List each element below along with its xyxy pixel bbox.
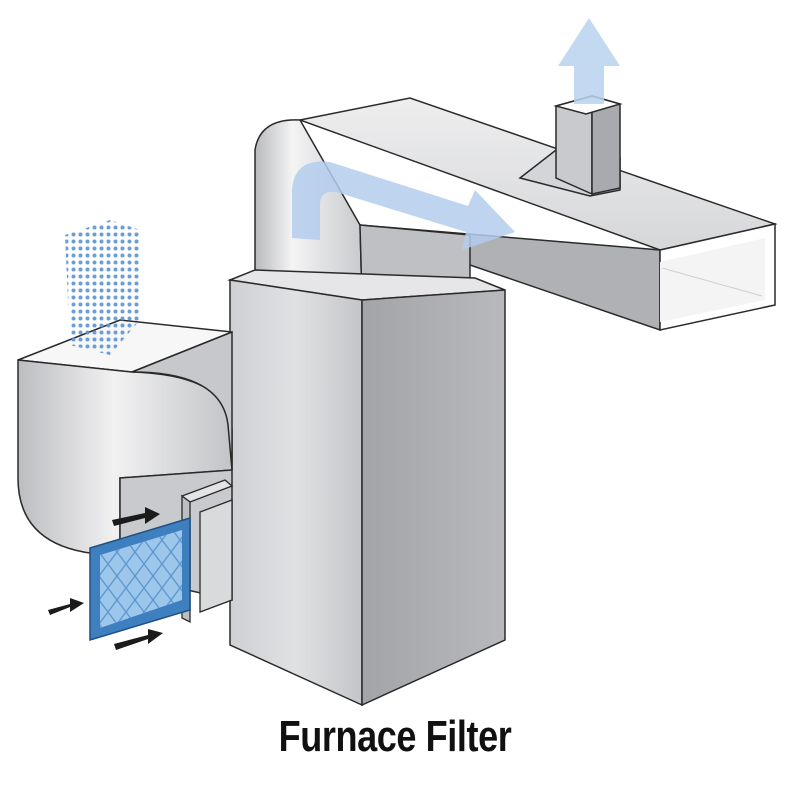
airflow-arrow-icon — [292, 161, 515, 250]
dust-particles-icon — [65, 220, 140, 355]
furnace-filter — [89, 516, 191, 642]
diagram-caption: Furnace Filter — [278, 712, 512, 761]
intake-arrow-icon — [48, 507, 163, 650]
furnace-cabinet — [227, 269, 506, 707]
exhaust-arrow-icon — [558, 18, 620, 104]
